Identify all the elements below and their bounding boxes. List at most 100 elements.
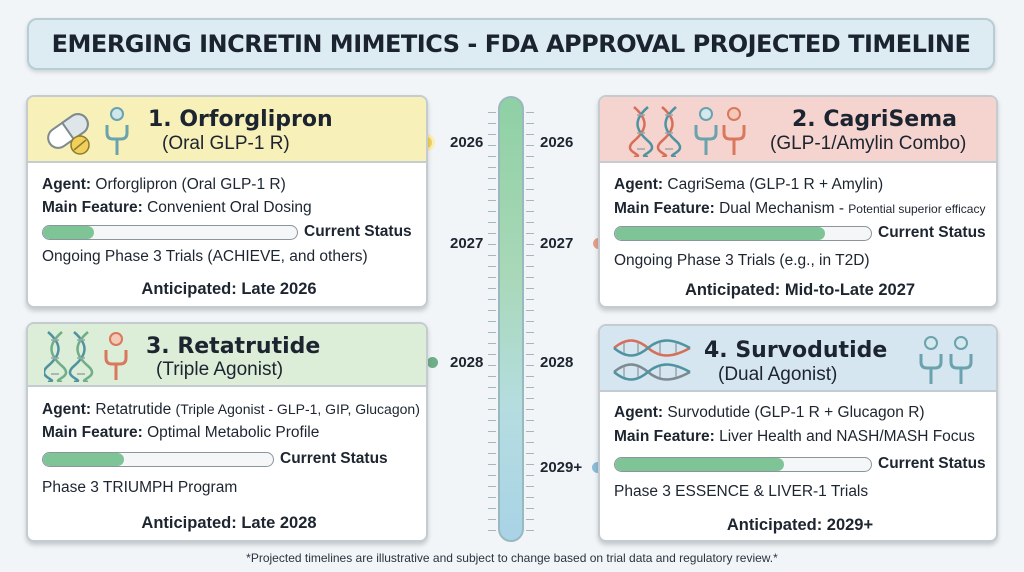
status-label: Current Status: [280, 450, 388, 467]
anticipated-date: Anticipated: Late 2026: [141, 280, 317, 298]
timeline-tick: [526, 288, 534, 289]
timeline-tick: [488, 178, 496, 179]
card-subtitle: (Triple Agonist): [156, 359, 284, 380]
agent-line: Agent: Survodutide (GLP-1 R + Glucagon R…: [614, 404, 925, 421]
timeline-tick: [488, 123, 496, 124]
timeline-tick: [488, 530, 496, 531]
card-subtitle: (Dual Agonist): [718, 364, 838, 385]
feature-line: Main Feature: Optimal Metabolic Profile: [42, 424, 320, 441]
card-title: 4. Survodutide: [704, 338, 888, 363]
timeline-tick: [526, 332, 534, 333]
timeline-tick: [526, 277, 534, 278]
status-label: Current Status: [304, 223, 412, 240]
timeline-tick: [526, 178, 534, 179]
status-progress-bar: [614, 457, 872, 472]
timeline-tick: [488, 189, 496, 190]
timeline-tick: [488, 255, 496, 256]
timeline-year-right-2029: 2029+: [540, 459, 583, 476]
status-progress-bar: [42, 225, 298, 240]
timeline-tick: [526, 530, 534, 531]
timeline-tick: [526, 475, 534, 476]
status-text: Ongoing Phase 3 Trials (ACHIEVE, and oth…: [42, 248, 368, 265]
timeline-tick: [488, 343, 496, 344]
timeline-tick: [526, 244, 534, 245]
timeline-tick: [526, 321, 534, 322]
timeline-tick: [526, 134, 534, 135]
timeline-tick: [488, 475, 496, 476]
timeline-tick: [488, 222, 496, 223]
receptor-icon: [692, 105, 752, 162]
timeline-tick: [526, 464, 534, 465]
anticipated-date: Anticipated: Mid-to-Late 2027: [684, 281, 916, 299]
timeline-tick: [526, 145, 534, 146]
agent-line: Agent: Orforglipron (Oral GLP-1 R): [42, 176, 286, 193]
receptor-icon: [100, 330, 132, 387]
timeline-tick: [526, 343, 534, 344]
timeline-tick: [526, 189, 534, 190]
timeline-tick: [488, 167, 496, 168]
timeline-tick: [488, 431, 496, 432]
timeline-tick: [526, 453, 534, 454]
timeline-tick: [526, 442, 534, 443]
anticipated-date: Anticipated: 2029+: [726, 516, 874, 534]
timeline-tick: [488, 277, 496, 278]
timeline-year-left-2026: 2026: [450, 134, 484, 151]
timeline-tick: [488, 321, 496, 322]
feature-line: Main Feature: Liver Health and NASH/MASH…: [614, 428, 975, 445]
timeline-tick: [488, 486, 496, 487]
card-title: 2. CagriSema: [792, 107, 957, 132]
timeline-tick: [526, 497, 534, 498]
feature-line: Main Feature: Convenient Oral Dosing: [42, 199, 312, 216]
title-banner: EMERGING INCRETIN MIMETICS - FDA APPROVA…: [27, 18, 995, 70]
connector-dot-retatrutide: [427, 357, 438, 368]
status-label: Current Status: [878, 224, 986, 241]
timeline-year-left-2028: 2028: [450, 354, 484, 371]
timeline-tick: [488, 134, 496, 135]
status-progress-bar: [42, 452, 274, 467]
timeline-tick: [488, 398, 496, 399]
timeline-tick: [488, 387, 496, 388]
timeline-year-right-2026: 2026: [540, 134, 574, 151]
timeline-tick: [488, 453, 496, 454]
card-header: [28, 324, 426, 387]
timeline-tick: [488, 233, 496, 234]
timeline-tick: [526, 431, 534, 432]
timeline-tick: [488, 497, 496, 498]
drug-card-retatrutide: 3. Retatrutide (Triple Agonist) Agent: R…: [26, 322, 428, 542]
status-text: Phase 3 ESSENCE & LIVER-1 Trials: [614, 483, 869, 500]
timeline-tick: [526, 310, 534, 311]
timeline-year-right-2027: 2027: [540, 235, 574, 252]
dna-icon: [628, 105, 684, 162]
timeline-tick: [526, 409, 534, 410]
timeline-tick: [526, 156, 534, 157]
timeline-tick: [526, 167, 534, 168]
status-text: Phase 3 TRIUMPH Program: [42, 479, 238, 496]
timeline-tick: [526, 508, 534, 509]
timeline-tick: [526, 354, 534, 355]
agent-line: Agent: CagriSema (GLP-1 R + Amylin): [614, 176, 884, 193]
status-progress-bar: [614, 226, 872, 241]
card-subtitle: (Oral GLP-1 R): [162, 133, 290, 154]
timeline-tick: [526, 211, 534, 212]
timeline-tick: [526, 255, 534, 256]
drug-card-cagrisema: 2. CagriSema (GLP-1/Amylin Combo) Agent:…: [598, 95, 998, 308]
timeline-tick: [526, 387, 534, 388]
timeline-tick: [526, 123, 534, 124]
timeline-tick: [526, 266, 534, 267]
footnote: *Projected timelines are illustrative an…: [246, 551, 778, 565]
timeline-tick: [488, 266, 496, 267]
receptor-icon: [916, 334, 978, 391]
anticipated-date: Anticipated: Late 2028: [141, 514, 317, 532]
status-text: Ongoing Phase 3 Trials (e.g., in T2D): [614, 252, 870, 269]
timeline-tick: [488, 464, 496, 465]
page-title: EMERGING INCRETIN MIMETICS - FDA APPROVA…: [51, 30, 971, 58]
timeline-tick: [488, 112, 496, 113]
card-header: [28, 97, 426, 163]
timeline-tick: [488, 409, 496, 410]
timeline-tick: [488, 365, 496, 366]
timeline-tick: [526, 486, 534, 487]
drug-card-survodutide: 4. Survodutide (Dual Agonist) Agent: Sur…: [598, 324, 998, 542]
timeline-tick: [488, 354, 496, 355]
timeline-tick: [526, 233, 534, 234]
timeline-tick: [526, 299, 534, 300]
